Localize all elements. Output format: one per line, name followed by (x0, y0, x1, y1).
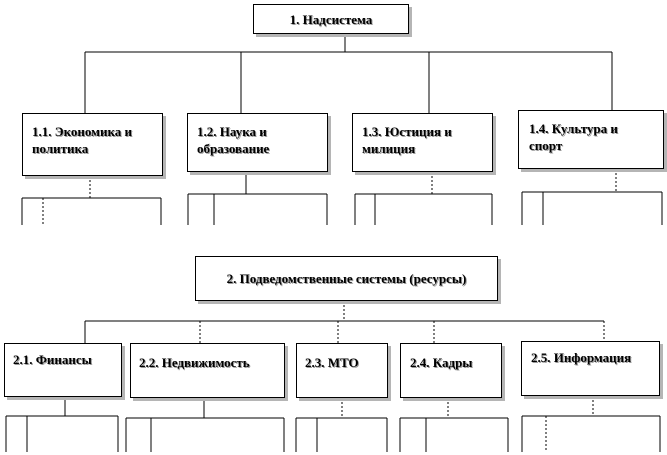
node-1-3-justice-police: 1.3. Юстиция и милиция (352, 113, 493, 172)
node-2-subordinate-systems: 2. Подведомственные системы (ресурсы) (195, 256, 498, 301)
node-1-1-economy-politics: 1.1. Экономика и политика (22, 113, 163, 176)
node-2-3-mto: 2.3. МТО (296, 343, 388, 398)
node-1-nadsistema: 1. Надсистема (253, 4, 409, 34)
node-2-5-information: 2.5. Информация (521, 341, 660, 396)
node-2-4-personnel: 2.4. Кадры (400, 343, 502, 398)
node-2-2-real-estate: 2.2. Недвижимость (130, 343, 285, 398)
node-1-4-culture-sport: 1.4. Культура и спорт (518, 110, 664, 169)
node-1-2-science-education: 1.2. Наука и образование (187, 113, 328, 172)
node-2-1-finance: 2.1. Финансы (4, 343, 122, 397)
